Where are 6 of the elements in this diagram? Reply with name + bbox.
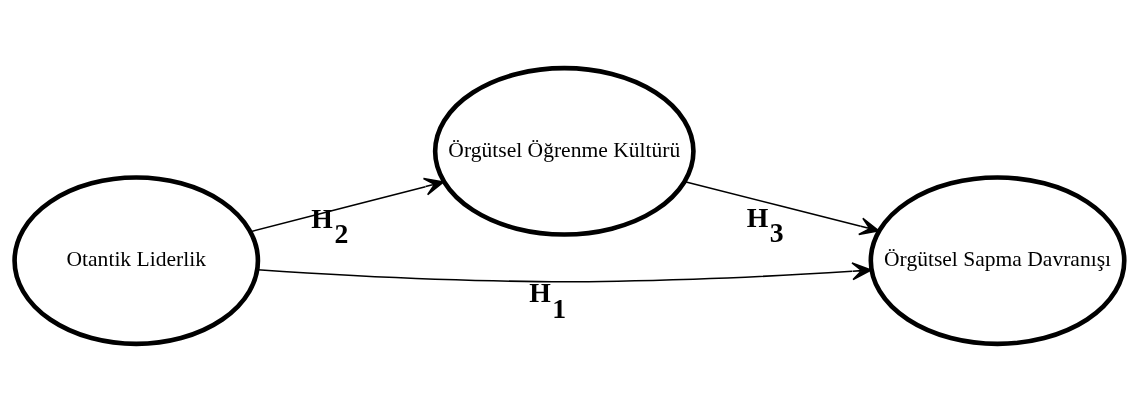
node-ellipse: Örgütsel Sapma Davranışı	[868, 175, 1127, 347]
arrow	[684, 180, 880, 236]
node-ellipse: Otantik Liderlik	[12, 175, 261, 347]
arrow	[256, 262, 872, 283]
node-ellipse: Örgütsel Öğrenme Kültürü	[432, 65, 696, 237]
arrow	[249, 177, 445, 233]
